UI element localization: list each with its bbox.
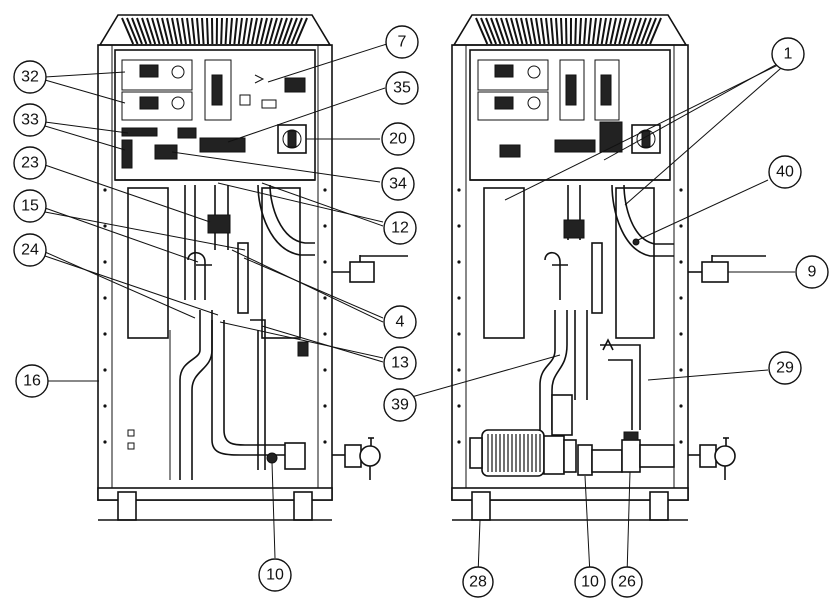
callout-33: 33 xyxy=(13,103,47,137)
callout-20: 20 xyxy=(381,122,415,156)
svg-text:9: 9 xyxy=(808,264,817,281)
svg-text:23: 23 xyxy=(21,155,39,172)
left-pipe-loop-15 xyxy=(187,251,212,300)
left-terminal-34 xyxy=(154,144,178,160)
right-valve-26 xyxy=(621,439,641,473)
left-board-32a xyxy=(121,59,193,91)
callout-35: 35 xyxy=(385,71,419,105)
left-frame-rivets xyxy=(103,188,327,444)
svg-text:10: 10 xyxy=(581,574,599,591)
left-unit xyxy=(97,14,408,521)
leader-lines xyxy=(44,41,795,576)
svg-text:26: 26 xyxy=(618,574,636,591)
left-ball-valve xyxy=(332,255,408,283)
callout-39: 39 xyxy=(383,388,417,422)
svg-text:24: 24 xyxy=(21,242,39,259)
left-connector-7 xyxy=(284,77,306,93)
right-circulation-pump xyxy=(469,429,577,477)
callout-10-left: 10 xyxy=(258,558,292,592)
svg-text:16: 16 xyxy=(23,373,41,390)
callout-23: 23 xyxy=(13,146,47,180)
left-strainer xyxy=(332,437,381,480)
svg-text:4: 4 xyxy=(396,314,405,331)
svg-text:28: 28 xyxy=(469,574,487,591)
right-strainer xyxy=(688,437,736,480)
right-pump-head-39 xyxy=(551,394,573,436)
callout-9: 9 xyxy=(795,255,829,289)
right-foot-28 xyxy=(471,491,491,521)
callout-34: 34 xyxy=(381,167,415,201)
callout-28: 28 xyxy=(462,566,494,598)
left-terminal-35 xyxy=(199,137,246,153)
left-valve-10 xyxy=(266,452,278,464)
svg-text:10: 10 xyxy=(266,567,284,584)
callouts: 32 33 23 15 24 16 7 35 20 34 12 4 13 39 … xyxy=(13,25,829,598)
callout-29: 29 xyxy=(768,351,802,385)
svg-text:39: 39 xyxy=(391,397,409,414)
svg-text:32: 32 xyxy=(21,69,39,86)
left-plate-heat-exchanger xyxy=(127,187,169,339)
right-valve-10 xyxy=(577,444,593,476)
left-top-grille xyxy=(98,14,332,46)
right-pipe-40 xyxy=(611,184,674,257)
left-pipe-13 xyxy=(211,320,285,456)
callout-13: 13 xyxy=(383,346,417,380)
callout-16: 16 xyxy=(15,364,49,398)
callout-15: 15 xyxy=(13,189,47,223)
callout-1: 1 xyxy=(771,37,805,71)
svg-text:7: 7 xyxy=(398,34,407,51)
callout-12: 12 xyxy=(383,211,417,245)
left-plate-heat-exchanger-2 xyxy=(261,187,301,339)
right-unit xyxy=(451,14,766,521)
left-terminal-33 xyxy=(121,139,133,169)
callout-10-right: 10 xyxy=(574,566,606,598)
svg-text:20: 20 xyxy=(389,131,407,148)
right-ball-valve-9 xyxy=(688,255,766,283)
callout-24: 24 xyxy=(13,233,47,267)
svg-text:34: 34 xyxy=(389,176,407,193)
right-sensor xyxy=(591,242,603,314)
svg-text:35: 35 xyxy=(393,80,411,97)
callout-4: 4 xyxy=(383,305,417,339)
svg-text:33: 33 xyxy=(21,112,39,129)
left-pipe-24 xyxy=(179,310,213,480)
svg-text:40: 40 xyxy=(776,164,794,181)
left-pipe-joint-23 xyxy=(207,214,231,234)
svg-text:12: 12 xyxy=(391,220,409,237)
left-relay-board xyxy=(204,59,232,121)
callout-26: 26 xyxy=(611,566,643,598)
left-pipe-main xyxy=(184,185,196,300)
left-sensor-4 xyxy=(237,242,249,314)
callout-32: 32 xyxy=(13,60,47,94)
callout-7: 7 xyxy=(385,25,419,59)
svg-text:29: 29 xyxy=(776,360,794,377)
right-frame-rivets xyxy=(457,188,683,444)
callout-40: 40 xyxy=(768,155,802,189)
svg-text:13: 13 xyxy=(391,355,409,372)
svg-text:15: 15 xyxy=(21,198,39,215)
left-board-32b xyxy=(121,91,193,121)
right-plate-heat-exchanger xyxy=(483,187,525,339)
svg-text:1: 1 xyxy=(784,46,793,63)
